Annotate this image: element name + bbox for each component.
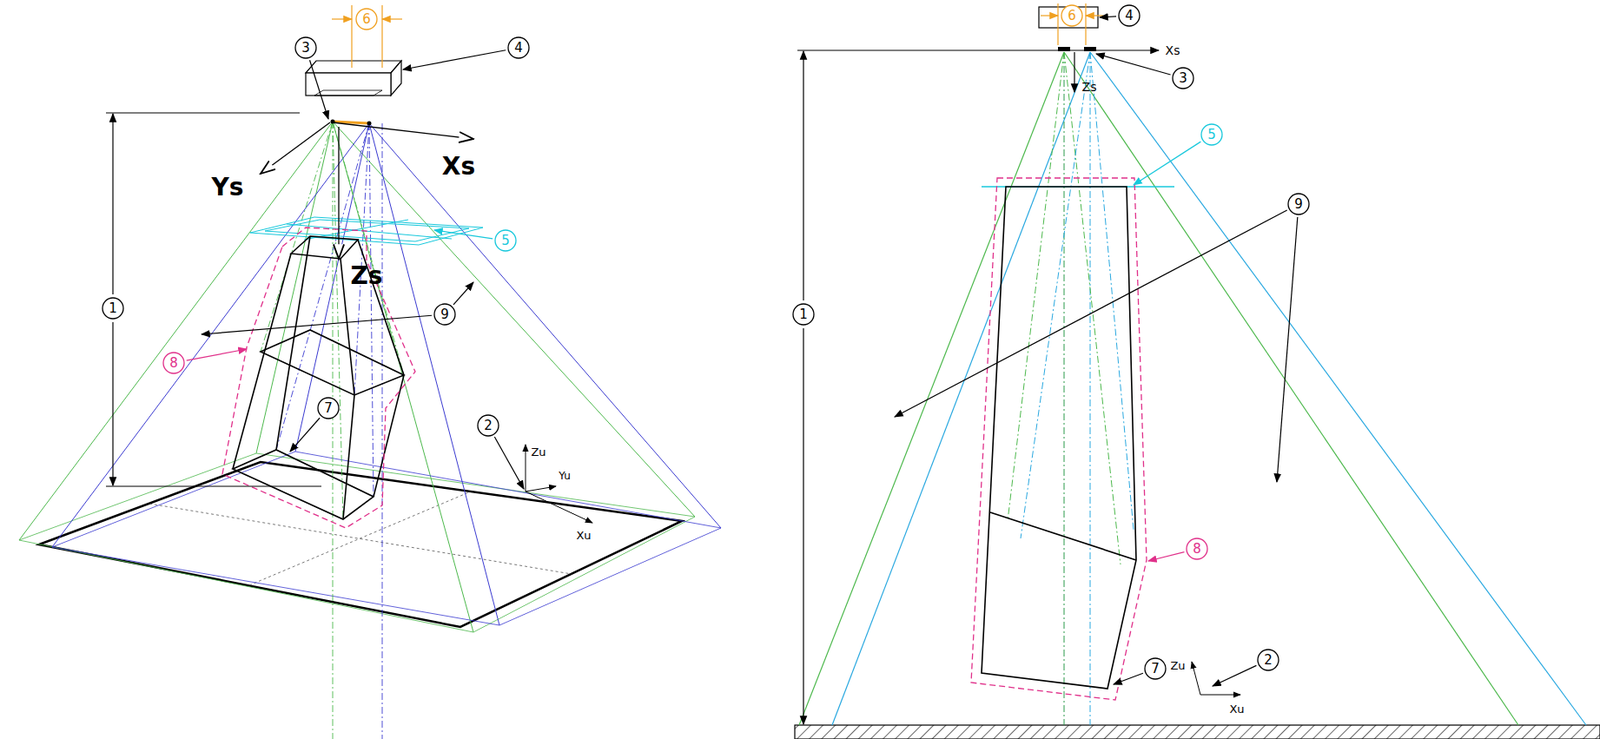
- callout-number: 8: [169, 357, 179, 371]
- callout-circle: [317, 397, 339, 419]
- callout-number: 9: [440, 308, 450, 322]
- callout-circle: [295, 37, 317, 59]
- axis-label: Zu: [1170, 660, 1185, 672]
- callout-circle: [1186, 538, 1208, 560]
- object-envelope: [222, 227, 416, 529]
- axis-label: Xu: [575, 529, 591, 542]
- axis-label: Xs: [442, 154, 476, 179]
- leader-line: [1133, 141, 1201, 186]
- callout-circle: [163, 352, 185, 374]
- green-field-of-view: [19, 121, 695, 633]
- callout-number: 3: [1178, 72, 1188, 86]
- axis-label: Yu: [558, 470, 571, 482]
- object-box: [232, 236, 404, 520]
- leader-line: [1096, 53, 1171, 75]
- world-axes: [1191, 661, 1241, 695]
- axis-label: Zs: [1082, 80, 1098, 93]
- callout-number: 7: [1150, 662, 1160, 676]
- callout-number: 6: [1067, 9, 1077, 23]
- callout-number: 1: [799, 308, 808, 322]
- callout-circle: [793, 304, 814, 325]
- right-view: [794, 3, 1600, 739]
- blue-field-of-view: [832, 52, 1587, 726]
- callout-circle: [1201, 124, 1223, 146]
- dimension-1: [105, 112, 322, 487]
- callout-number: 1: [108, 302, 118, 316]
- axis-label: Zs: [350, 264, 384, 289]
- object-envelope: [971, 178, 1147, 701]
- leader-line: [453, 282, 474, 305]
- callout-number: 5: [501, 234, 510, 248]
- leader-line: [403, 50, 506, 70]
- leader-line: [1212, 665, 1257, 687]
- callout-circle: [102, 297, 124, 319]
- sensor-axes: [260, 122, 474, 259]
- leader-line: [310, 59, 329, 120]
- callout-circle: [495, 230, 516, 252]
- inner-cones: [1007, 52, 1134, 726]
- callout-circle: [1257, 649, 1279, 671]
- dimension-1: [802, 51, 804, 725]
- leader-line: [1148, 552, 1184, 562]
- world-axes: [525, 444, 593, 523]
- callout-circle: [1061, 5, 1083, 27]
- inner-cones: [260, 121, 404, 739]
- leader-line: [186, 349, 247, 361]
- callout-number: 4: [1124, 9, 1134, 23]
- leader-line: [1276, 217, 1298, 483]
- leader-line: [290, 417, 320, 452]
- callout-number: 3: [301, 41, 311, 55]
- blue-field-of-view: [52, 123, 721, 626]
- callout-circle: [356, 8, 377, 30]
- dimension-6: [331, 5, 403, 68]
- lens-point: [367, 121, 372, 126]
- axis-label: Xs: [1165, 44, 1181, 57]
- ground-hatch: [794, 725, 1600, 739]
- axis-label: Zu: [530, 446, 546, 458]
- callout-number: 4: [514, 41, 523, 55]
- object-box: [981, 186, 1137, 689]
- callout-circle: [477, 415, 499, 437]
- callout-number: 8: [1192, 542, 1202, 556]
- ground-plane: [39, 462, 682, 628]
- callout-number: 9: [1294, 198, 1303, 212]
- callout-circle: [1144, 658, 1166, 680]
- leader-line: [201, 315, 432, 335]
- callout-circle: [434, 304, 456, 325]
- callout-number: 6: [362, 13, 371, 27]
- leader-line: [1099, 16, 1117, 18]
- axis-label: Xu: [1229, 703, 1244, 715]
- callout-circle: [1172, 67, 1194, 89]
- callout-number: 2: [483, 419, 493, 433]
- callout-circle: [508, 37, 529, 59]
- leader-line: [494, 436, 524, 490]
- callout-circle: [1288, 193, 1310, 215]
- axis-label: Ys: [211, 175, 245, 200]
- leader-line: [1113, 673, 1144, 685]
- green-field-of-view: [799, 52, 1519, 726]
- leader-line: [894, 210, 1288, 417]
- callout-number: 2: [1263, 654, 1273, 668]
- callout-circle: [1118, 5, 1140, 27]
- callout-number: 7: [323, 402, 333, 416]
- leader-line: [434, 230, 493, 239]
- dimension-6: [1040, 3, 1104, 46]
- sensor-housing: [305, 60, 402, 96]
- left-view: [19, 5, 721, 739]
- callout-number: 5: [1207, 128, 1217, 142]
